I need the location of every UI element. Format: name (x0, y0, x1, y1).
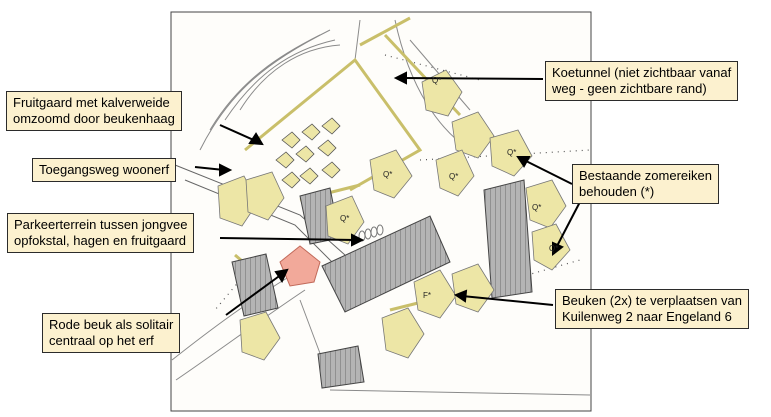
label-rode-beuk: Rode beuk als solitair centraal op het e… (42, 313, 181, 353)
arrow-koetunnel-head (393, 71, 407, 85)
arrow-zomereiken-2 (555, 197, 583, 249)
arrow-zomereiken-2-head (552, 241, 564, 257)
building-small-west (231, 253, 279, 317)
label-fruitgaard: Fruitgaard met kalverweide omzoomd door … (6, 91, 182, 131)
red-beech-tree (279, 245, 321, 287)
label-line: omzoomd door beukenhaag (13, 111, 175, 126)
tree-marker: Q* (532, 203, 541, 212)
tree-marker: Q* (449, 172, 458, 181)
arrow-rode-beuk (225, 273, 283, 316)
building-south (317, 345, 365, 389)
label-line: centraal op het erf (49, 333, 154, 348)
label-line: Beuken (2x) te verplaatsen van (562, 293, 742, 308)
tree-marker: Q* (432, 76, 441, 85)
label-line: Kuilenweg 2 naar Engeland 6 (562, 309, 732, 324)
label-line: behouden (*) (579, 184, 655, 199)
label-parkeerterrein: Parkeerterrein tussen jongvee opfokstal,… (7, 213, 195, 253)
label-zomereiken: Bestaande zomereiken behouden (*) (572, 164, 719, 204)
tree-marker: Q* (507, 148, 516, 157)
arrow-zomereiken-1-head (516, 156, 531, 168)
label-line: opfokstal, hagen en fruitgaard (14, 233, 187, 248)
label-line: Fruitgaard met kalverweide (13, 95, 170, 110)
building-east (483, 179, 533, 299)
tree-marker: Q* (383, 170, 392, 179)
parking-area (358, 224, 384, 242)
label-line: Toegangsweg woonerf (39, 162, 170, 177)
arrow-parkeerterrein-head (351, 233, 365, 247)
arrow-rode-beuk-head (274, 268, 289, 284)
arrow-parkeerterrein (219, 237, 357, 241)
label-line: weg - geen zichtbare rand) (552, 81, 707, 96)
arrow-zomereiken-1 (523, 159, 573, 185)
tree-marker: Q* (549, 244, 558, 253)
arrow-beuken-head (453, 289, 468, 303)
label-line: Rode beuk als solitair (49, 317, 174, 332)
arrow-fruitgaard-head (248, 132, 264, 146)
arrow-koetunnel (401, 77, 544, 80)
arrow-toegangsweg-head (219, 163, 233, 177)
label-koetunnel: Koetunnel (niet zichtbaar vanaf weg - ge… (545, 61, 739, 101)
tree-markers: Q* Q* Q* Q* Q* Q* F* Q* (340, 76, 558, 300)
label-toegangsweg: Toegangsweg woonerf (32, 158, 177, 182)
orchard-trees (275, 117, 341, 189)
building-main-stable (321, 215, 451, 313)
annotation-arrows (194, 71, 583, 316)
label-beuken: Beuken (2x) te verplaatsen van Kuilenweg… (555, 289, 749, 329)
label-line: Koetunnel (niet zichtbaar vanaf (552, 65, 732, 80)
tree-marker: F* (423, 291, 431, 300)
large-trees (217, 69, 571, 361)
label-line: Bestaande zomereiken (579, 168, 712, 183)
label-line: Parkeerterrein tussen jongvee (14, 217, 188, 232)
arrow-beuken (461, 295, 554, 306)
tree-marker: Q* (340, 214, 349, 223)
